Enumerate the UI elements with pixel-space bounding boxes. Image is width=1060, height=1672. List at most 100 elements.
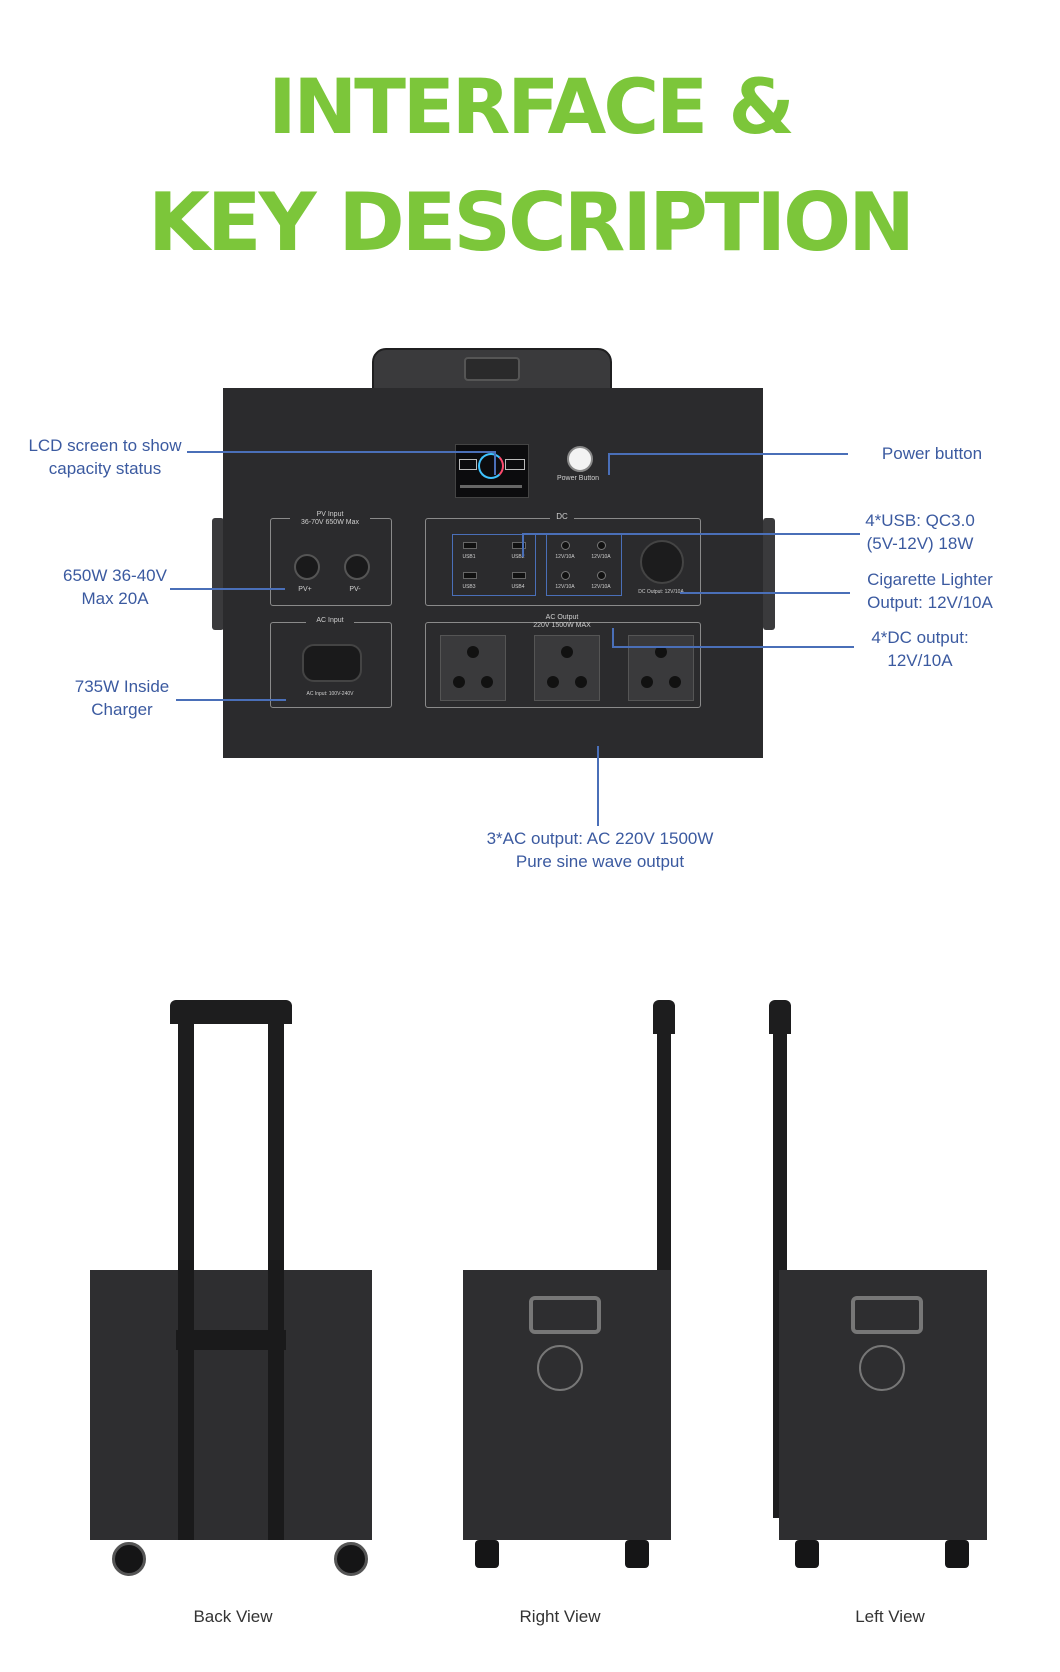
usb-port-2[interactable]: [512, 542, 526, 549]
pv-negative-port[interactable]: [344, 554, 370, 580]
pv-input-panel: [270, 518, 392, 606]
back-view-image: [80, 1000, 380, 1580]
lcd-callout: LCD screen to show capacity status: [20, 434, 190, 480]
outlet-pin: [547, 676, 559, 688]
pv-negative-label: PV-: [349, 586, 361, 593]
ac-outlet-3[interactable]: [628, 635, 694, 701]
usb3-label: USB3: [462, 584, 476, 590]
charger-leader: [176, 699, 286, 701]
fan-grille-icon: [859, 1345, 905, 1391]
right-view-image: [455, 1000, 695, 1580]
dc-leader-h: [612, 646, 854, 648]
cig-leader: [680, 592, 850, 594]
power-leader-h: [608, 453, 848, 455]
outlet-pin: [481, 676, 493, 688]
power-button[interactable]: [567, 446, 593, 472]
usb-callout-line2: (5V-12V) 18W: [866, 534, 974, 553]
dc-callout-line2: 12V/10A: [887, 651, 953, 670]
crossbar: [176, 1330, 286, 1350]
dc-out-2-label: 12V/10A: [591, 554, 611, 560]
usb-port-1[interactable]: [463, 542, 477, 549]
lcd-leader-h: [187, 451, 495, 453]
caster-right: [625, 1540, 649, 1568]
cig-callout-line2: Output: 12V/10A: [867, 593, 993, 612]
dc-callout: 4*DC output: 12V/10A: [840, 626, 1000, 672]
ac-inlet-socket[interactable]: [302, 644, 362, 682]
cigarette-lighter-socket[interactable]: [640, 540, 684, 584]
pv-positive-port[interactable]: [294, 554, 320, 580]
title-line-2: KEY DESCRIPTION: [147, 176, 915, 269]
dc-port-1[interactable]: [561, 541, 570, 550]
cig-callout-line1: Cigarette Lighter: [867, 570, 993, 589]
usb2-label: USB2: [511, 554, 525, 560]
ac-callout-line1: 3*AC output: AC 220V 1500W: [486, 829, 714, 848]
right-bracket: [763, 518, 775, 630]
dc-out-1-label: 12V/10A: [555, 554, 575, 560]
outlet-pin: [669, 676, 681, 688]
dc-out-3-label: 12V/10A: [555, 584, 575, 590]
dc-leader-v: [612, 628, 614, 648]
pv-callout: 650W 36-40V Max 20A: [50, 564, 180, 610]
usb-port-3[interactable]: [463, 572, 477, 579]
pv-callout-line1: 650W 36-40V: [63, 566, 167, 585]
pv-leader: [170, 588, 285, 590]
pv-input-label: PV Input: [290, 511, 370, 519]
handle-grip: [464, 357, 520, 381]
usb-port-4[interactable]: [512, 572, 526, 579]
lcd-digits-right: [505, 459, 525, 470]
ac-callout: 3*AC output: AC 220V 1500W Pure sine wav…: [440, 827, 760, 873]
ac-output-panel: [425, 622, 701, 708]
trolley-grip: [769, 1000, 791, 1034]
wheel-right: [334, 1542, 368, 1576]
title-line-1: INTERFACE &: [268, 62, 795, 151]
outlet-pin: [655, 646, 667, 658]
lcd-leader-v: [494, 451, 496, 475]
power-leader-v: [608, 453, 610, 475]
dc-port-2[interactable]: [597, 541, 606, 550]
rod-left-front: [178, 1260, 194, 1540]
trolley-grip: [653, 1000, 675, 1034]
ac-outlet-1[interactable]: [440, 635, 506, 701]
ac-outlet-2[interactable]: [534, 635, 600, 701]
lcd-callout-line2: capacity status: [48, 459, 162, 478]
caster-left: [795, 1540, 819, 1568]
device-front-view: Power Button PV Input 36-70V 650W Max PV…: [210, 340, 810, 780]
pv-callout-line2: Max 20A: [81, 589, 149, 608]
right-view-label: Right View: [519, 1607, 601, 1626]
caster-right: [945, 1540, 969, 1568]
case-body: [463, 1270, 671, 1540]
ac-output-spec: 220V 1500W MAX: [533, 622, 591, 629]
lcd-screen: [455, 444, 529, 498]
lcd-digits-left: [459, 459, 477, 470]
dc-label: DC: [550, 513, 574, 521]
pv-input-spec: 36-70V 650W Max: [301, 519, 359, 526]
side-handle: [529, 1296, 601, 1334]
dc-port-4[interactable]: [597, 571, 606, 580]
lcd-status-row: [460, 485, 522, 488]
left-view-label: Left View: [855, 1607, 925, 1626]
outlet-pin: [561, 646, 573, 658]
usb-group-highlight: [452, 534, 536, 596]
usb-callout-line1: 4*USB: QC3.0: [865, 511, 975, 530]
caster-left: [475, 1540, 499, 1568]
dc-callout-line1: 4*DC output:: [871, 628, 969, 647]
usb4-label: USB4: [511, 584, 525, 590]
usb-leader-v: [522, 533, 524, 557]
left-bracket: [212, 518, 224, 630]
left-view-image: [765, 1000, 995, 1580]
dc-output-label: DC Output: 12V/10A: [638, 589, 684, 595]
wheel-left: [112, 1542, 146, 1576]
dc-port-3[interactable]: [561, 571, 570, 580]
ac-input-spec: AC Input: 100V-240V: [306, 691, 354, 697]
dc-out-4-label: 12V/10A: [591, 584, 611, 590]
cig-callout: Cigarette Lighter Output: 12V/10A: [850, 568, 1010, 614]
power-button-label: Power Button: [556, 475, 600, 482]
usb-leader-h: [522, 533, 860, 535]
ac-callout-line2: Pure sine wave output: [515, 852, 685, 871]
charger-callout-line1: 735W Inside: [74, 677, 170, 696]
lcd-callout-line1: LCD screen to show: [28, 436, 182, 455]
usb-callout: 4*USB: QC3.0 (5V-12V) 18W: [840, 509, 1000, 555]
charger-callout-line2: Charger: [91, 700, 153, 719]
fan-grille-icon: [537, 1345, 583, 1391]
pv-positive-label: PV+: [298, 586, 312, 593]
